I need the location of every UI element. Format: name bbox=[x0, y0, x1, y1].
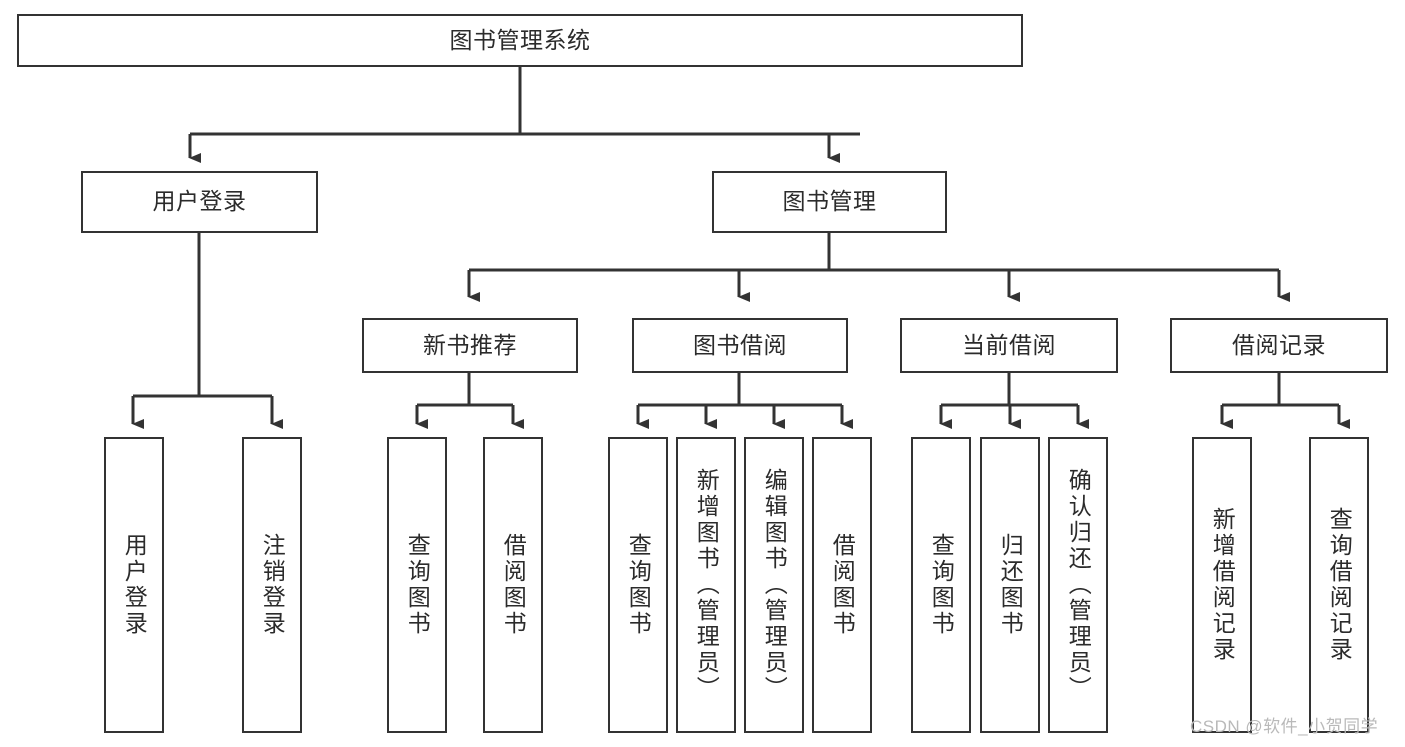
leaf-book-borrow-edit[interactable]: 编辑图书（管理员） bbox=[744, 437, 804, 733]
leaf-borrow-record-query[interactable]: 查询借阅记录 bbox=[1309, 437, 1369, 733]
node-label: 图书借阅 bbox=[693, 331, 787, 358]
node-label: 查询图书 bbox=[404, 533, 431, 637]
node-label: 图书管理 bbox=[782, 188, 877, 215]
node-label: 借阅图书 bbox=[829, 533, 856, 637]
node-root-book-management-system[interactable]: 图书管理系统 bbox=[17, 14, 1023, 67]
node-book-management[interactable]: 图书管理 bbox=[712, 171, 947, 233]
leaf-new-book-query[interactable]: 查询图书 bbox=[387, 437, 447, 733]
node-current-borrow[interactable]: 当前借阅 bbox=[900, 318, 1118, 373]
leaf-current-borrow-return[interactable]: 归还图书 bbox=[980, 437, 1040, 733]
node-borrow-record[interactable]: 借阅记录 bbox=[1170, 318, 1388, 373]
node-label: 图书管理系统 bbox=[449, 26, 591, 53]
node-label: 查询图书 bbox=[928, 533, 955, 637]
leaf-book-borrow-add[interactable]: 新增图书（管理员） bbox=[676, 437, 736, 733]
node-label: 借阅记录 bbox=[1232, 331, 1326, 358]
node-label: 借阅图书 bbox=[500, 533, 527, 637]
leaf-current-borrow-confirm-return[interactable]: 确认归还（管理员） bbox=[1048, 437, 1108, 733]
node-label: 新增图书（管理员） bbox=[693, 468, 720, 702]
leaf-user-login-login[interactable]: 用户登录 bbox=[104, 437, 164, 733]
node-label: 当前借阅 bbox=[962, 331, 1056, 358]
node-label: 编辑图书（管理员） bbox=[761, 468, 788, 702]
node-label: 新书推荐 bbox=[423, 331, 517, 358]
node-label: 新增借阅记录 bbox=[1209, 507, 1236, 663]
node-user-login[interactable]: 用户登录 bbox=[81, 171, 318, 233]
leaf-current-borrow-query[interactable]: 查询图书 bbox=[911, 437, 971, 733]
node-book-borrow[interactable]: 图书借阅 bbox=[632, 318, 848, 373]
leaf-user-login-logout[interactable]: 注销登录 bbox=[242, 437, 302, 733]
node-label: 用户登录 bbox=[152, 188, 247, 215]
node-label: 确认归还（管理员） bbox=[1065, 468, 1092, 702]
node-label: 查询借阅记录 bbox=[1326, 507, 1353, 663]
leaf-borrow-record-add[interactable]: 新增借阅记录 bbox=[1192, 437, 1252, 733]
leaf-book-borrow-borrow[interactable]: 借阅图书 bbox=[812, 437, 872, 733]
node-new-book-recommend[interactable]: 新书推荐 bbox=[362, 318, 578, 373]
node-label: 用户登录 bbox=[121, 533, 148, 637]
node-label: 查询图书 bbox=[625, 533, 652, 637]
node-label: 归还图书 bbox=[997, 533, 1024, 637]
node-label: 注销登录 bbox=[259, 533, 286, 637]
watermark: CSDN @软件_小贺同学 bbox=[1190, 717, 1379, 736]
leaf-book-borrow-query[interactable]: 查询图书 bbox=[608, 437, 668, 733]
leaf-new-book-borrow[interactable]: 借阅图书 bbox=[483, 437, 543, 733]
